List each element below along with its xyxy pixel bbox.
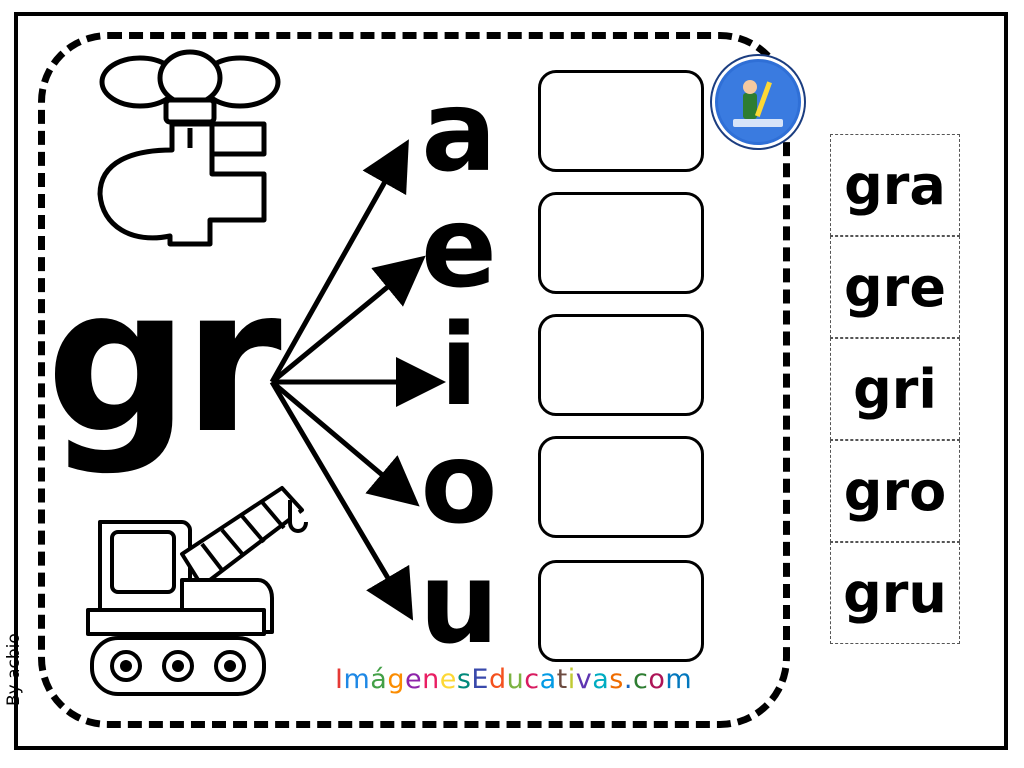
answer-box-o[interactable]: [538, 436, 704, 538]
answer-box-e[interactable]: [538, 192, 704, 294]
site-logo-badge: [712, 56, 804, 148]
vowel-o: o: [420, 419, 498, 549]
answer-box-u[interactable]: [538, 560, 704, 662]
syllable-card-gri[interactable]: gri: [830, 338, 960, 440]
arrow-to-o: [270, 380, 420, 507]
answer-box-a[interactable]: [538, 70, 704, 172]
byline: By acbio: [4, 633, 24, 706]
vowel-u: u: [419, 539, 499, 669]
syllable-card-gru[interactable]: gru: [830, 542, 960, 644]
vowel-a: a: [421, 67, 497, 197]
faucet-icon: [97, 49, 281, 247]
arrow-to-e: [270, 255, 426, 384]
syllable-card-gra[interactable]: gra: [830, 134, 960, 236]
arrow-to-a: [269, 139, 409, 384]
arrow-to-u: [269, 380, 414, 621]
crane-truck-icon: [86, 486, 308, 696]
vowel-i: i: [439, 301, 479, 431]
dashed-frame: [38, 32, 790, 728]
vowel-e: e: [421, 183, 497, 313]
syllable-card-gro[interactable]: gro: [830, 440, 960, 542]
consonant-cluster: gr: [46, 245, 282, 478]
answer-box-i[interactable]: [538, 314, 704, 416]
brand-wordmark: ImágenesEducativas.com: [335, 664, 693, 695]
syllable-card-gre[interactable]: gre: [830, 236, 960, 338]
